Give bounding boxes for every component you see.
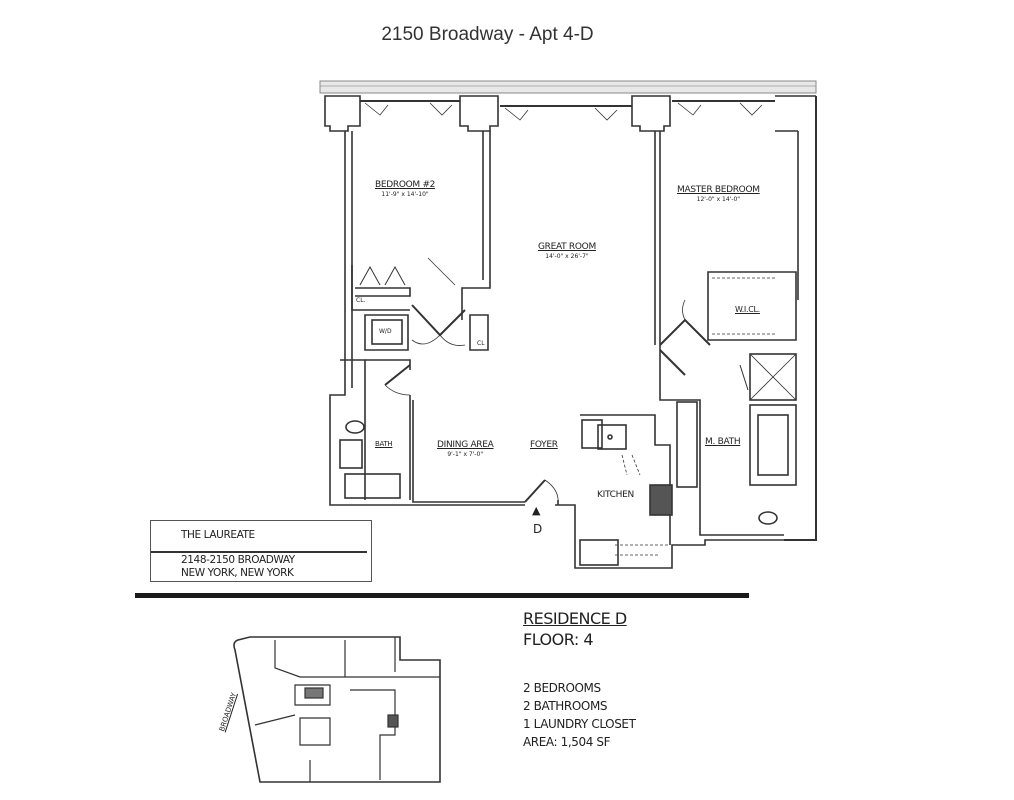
room-dimensions: 9'-1" x 7'-0" [447, 451, 484, 458]
address-line-2: NEW YORK, NEW YORK [181, 567, 294, 579]
building-address: 2148-2150 BROADWAY NEW YORK, NEW YORK [181, 554, 295, 580]
room-name: BATH [375, 440, 393, 448]
room-name: BEDROOM #2 [375, 180, 436, 190]
residence-floor: FLOOR: 4 [523, 630, 594, 649]
fact-laundry: 1 LAUNDRY CLOSET [523, 717, 636, 731]
page-title: 2150 Broadway - Apt 4-D [381, 24, 594, 45]
room-dining-area: DINING AREA 9'-1" x 7'-0" [437, 440, 494, 458]
room-master-bedroom: MASTER BEDROOM 12'-0" x 14'-0" [677, 185, 760, 203]
room-name: MASTER BEDROOM [677, 185, 760, 195]
room-name: W.I.CL. [735, 305, 760, 314]
residence-facts: 2 BEDROOMS 2 BATHROOMS 1 LAUNDRY CLOSET … [523, 679, 636, 751]
washer-dryer-label: W/D [379, 328, 392, 335]
room-name: GREAT ROOM [538, 242, 596, 252]
room-foyer: FOYER [530, 440, 558, 450]
residence-title: RESIDENCE D [523, 609, 627, 628]
closet-label-2: CL [477, 340, 485, 347]
room-dimensions: 11'-9" x 14'-10" [381, 191, 429, 198]
divider-rule [151, 551, 367, 553]
fact-bedrooms: 2 BEDROOMS [523, 681, 601, 695]
room-bedroom-2: BEDROOM #2 11'-9" x 14'-10" [375, 180, 435, 198]
address-line-1: 2148-2150 BROADWAY [181, 554, 295, 566]
building-info-box: THE LAUREATE 2148-2150 BROADWAY NEW YORK… [150, 520, 372, 582]
residence-header: RESIDENCE D FLOOR: 4 [523, 608, 627, 650]
room-kitchen: KITCHEN [597, 490, 634, 500]
room-name: KITCHEN [597, 490, 634, 500]
room-name: FOYER [530, 440, 558, 450]
entry-label: D [533, 522, 543, 536]
room-name: DINING AREA [437, 440, 494, 450]
room-master-bath: M. BATH [705, 437, 741, 447]
room-dimensions: 12'-0" x 14'-0" [696, 196, 741, 203]
triangle-up-icon: ▲ [532, 504, 541, 517]
fact-bathrooms: 2 BATHROOMS [523, 699, 608, 713]
room-walk-in-closet: W.I.CL. [735, 305, 760, 314]
closet-label: CL. [356, 297, 366, 304]
room-dimensions: 14'-0" x 26'-7" [545, 253, 589, 260]
fact-area: AREA: 1,504 SF [523, 735, 611, 749]
section-divider [135, 593, 749, 598]
room-great-room: GREAT ROOM 14'-0" x 26'-7" [538, 242, 596, 260]
room-bath: BATH [375, 440, 393, 448]
building-name: THE LAUREATE [181, 529, 255, 541]
room-name: M. BATH [705, 437, 741, 447]
